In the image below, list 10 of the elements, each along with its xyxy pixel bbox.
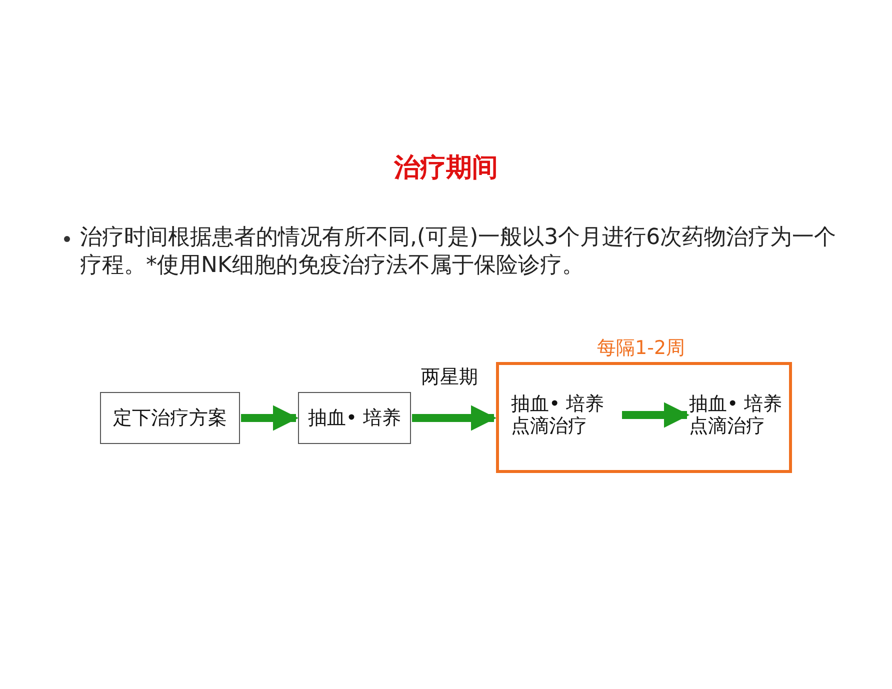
- arrow: [412, 405, 497, 431]
- step-text: 抽血• 培养 点滴治疗: [689, 387, 799, 443]
- process-box: 抽血• 培养: [298, 392, 411, 444]
- step-text: 抽血• 培养 点滴治疗: [511, 387, 621, 443]
- process-box: 定下治疗方案: [100, 392, 240, 444]
- bullet-text: 治疗时间根据患者的情况有所不同,(可是)一般以3个月进行6次药物治疗为一个疗程。*使用NK细胞的免疫治疗法不属于保险诊疗。: [80, 224, 838, 280]
- arrow: [241, 405, 299, 431]
- group-heading: 每隔1-2周: [597, 336, 686, 361]
- title: 治疗期间: [392, 152, 499, 185]
- arrow: [622, 402, 690, 428]
